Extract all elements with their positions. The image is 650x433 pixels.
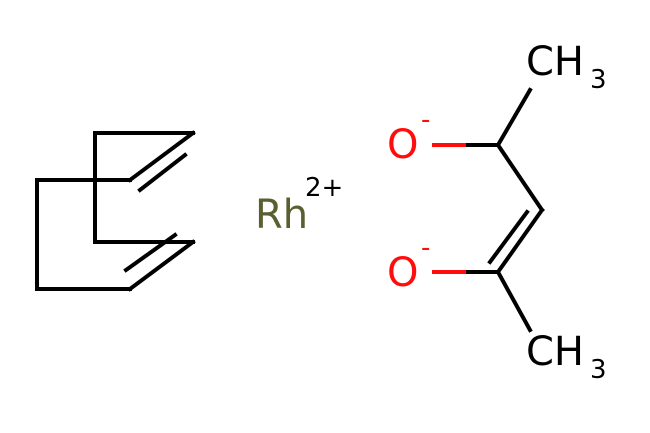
- methyl-bottom-main: CH: [526, 329, 584, 375]
- oxygen-bottom: O -: [387, 233, 430, 296]
- rhodium-symbol: Rh: [255, 192, 308, 238]
- cod-double-bond-1-inner: [137, 152, 188, 193]
- oxygen-top: O -: [387, 105, 430, 168]
- bond-ch3-top-c2: [495, 87, 533, 148]
- oxygen-top-symbol: O: [387, 122, 418, 168]
- methyl-bottom-subscript: 3: [590, 355, 607, 385]
- cod-double-bond-1-main: [127, 130, 196, 183]
- methyl-top: CH 3: [526, 39, 607, 95]
- bond-c2-c3: [495, 142, 545, 213]
- cyclooctadiene-ring: [35, 130, 196, 292]
- bond-c3-c4-inner: [487, 209, 530, 265]
- oxygen-top-charge: -: [421, 105, 430, 135]
- rhodium-ion: Rh 2+: [255, 173, 343, 238]
- methyl-top-subscript: 3: [590, 65, 607, 95]
- methyl-top-main: CH: [526, 39, 584, 85]
- oxygen-bottom-charge: -: [421, 233, 430, 263]
- bond-c4-ch3-bottom: [495, 269, 533, 333]
- acac-bonds: [432, 87, 545, 333]
- cod-double-bond-2-main: [127, 239, 196, 292]
- methyl-bottom: CH 3: [526, 329, 607, 385]
- oxygen-bottom-symbol: O: [387, 250, 418, 296]
- bond-c3-c4-main: [495, 207, 545, 275]
- rhodium-charge: 2+: [305, 173, 343, 203]
